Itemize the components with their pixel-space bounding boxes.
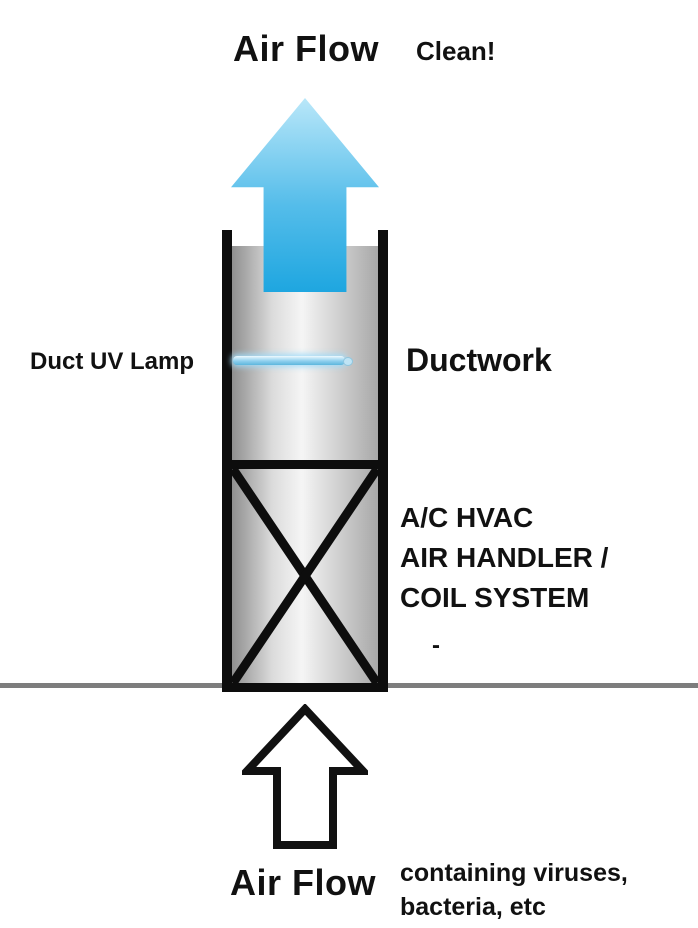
air-handler-bottom-edge bbox=[222, 683, 388, 692]
hvac-line-1: A/C HVAC bbox=[400, 502, 534, 533]
bottom-note-line-2: bacteria, etc bbox=[400, 893, 546, 921]
air-flow-bottom-label: Air Flow bbox=[230, 862, 376, 903]
dirty-air-up-arrow-icon bbox=[242, 704, 368, 849]
hvac-system-label: A/C HVAC AIR HANDLER / COIL SYSTEM bbox=[400, 498, 608, 618]
hvac-line-2: AIR HANDLER / bbox=[400, 542, 609, 573]
bottom-note-line-1: containing viruses, bbox=[400, 859, 628, 887]
uv-lamp-icon bbox=[233, 356, 345, 365]
duct-uv-lamp-label: Duct UV Lamp bbox=[30, 348, 195, 375]
air-handler-top-edge bbox=[222, 460, 388, 469]
duct-interior bbox=[232, 246, 378, 692]
air-handler-x-icon bbox=[229, 466, 381, 686]
bottom-note: containing viruses, bacteria, etc bbox=[400, 856, 628, 924]
uv-lamp-tip-icon bbox=[343, 357, 353, 366]
clean-label: Clean! bbox=[416, 36, 496, 66]
air-flow-top-label: Air Flow bbox=[233, 28, 379, 69]
hvac-line-3: COIL SYSTEM bbox=[400, 582, 590, 613]
dash-mark: - bbox=[432, 632, 440, 659]
ductwork-label: Ductwork bbox=[406, 342, 552, 378]
